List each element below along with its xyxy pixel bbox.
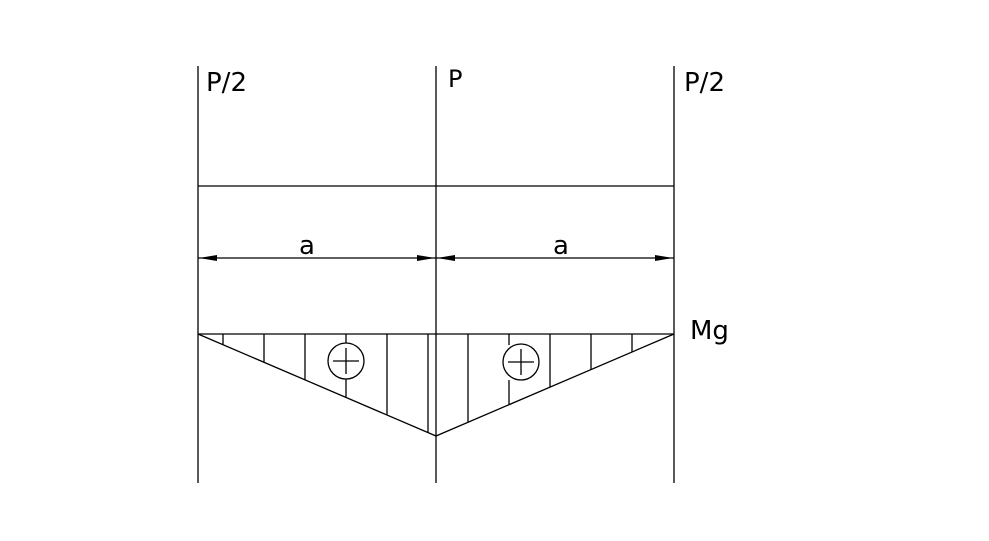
plus-sign-icon-left [327, 342, 365, 380]
plus-sign-icon-right [502, 343, 540, 381]
dimension-label-left: a [299, 231, 315, 261]
hatch-left [222, 334, 429, 433]
load-label-left: P/2 [206, 68, 247, 98]
dimension-arrow-icons [199, 255, 673, 261]
dimension-label-right: a [553, 231, 569, 261]
moment-curve [197, 333, 675, 437]
hatch-right [467, 334, 633, 422]
load-label-middle: P [448, 65, 462, 93]
load-label-right: P/2 [684, 68, 725, 98]
moment-label: Mg [690, 316, 729, 346]
